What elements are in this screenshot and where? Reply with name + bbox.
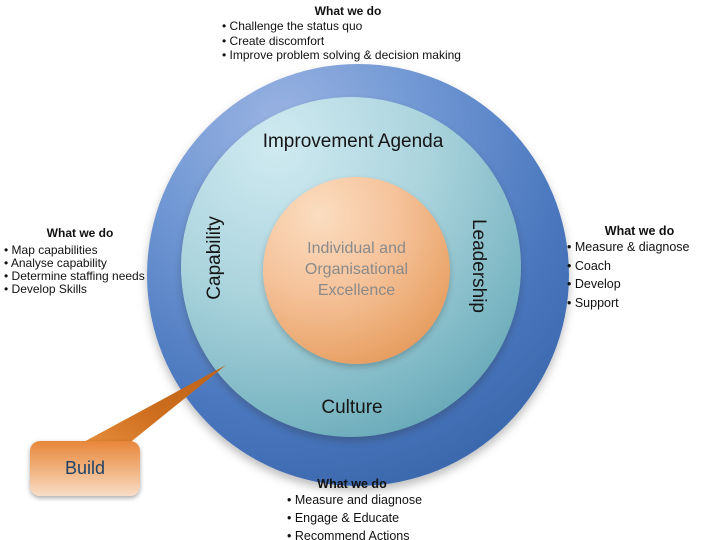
bullet-item: • Develop — [567, 277, 621, 291]
build-callout-pointer — [80, 365, 226, 449]
build-callout-label: Build — [64, 458, 106, 478]
bullet-item: • Develop Skills — [4, 282, 87, 296]
what-we-do-left: What we do • Map capabilities• Analyse c… — [4, 226, 156, 296]
culture-label: Culture — [321, 397, 383, 418]
bullet-item: • Recommend Actions — [287, 529, 410, 540]
bullet-item: • Map capabilities — [4, 243, 98, 257]
what-we-do-top: What we do • Challenge the status quo• C… — [222, 4, 474, 63]
what-we-do-left-list: • Map capabilities• Analyse capability• … — [4, 244, 156, 296]
bullet-item: • Create discomfort — [222, 33, 325, 48]
what-we-do-right-heading: What we do — [604, 224, 675, 238]
bullet-item: • Support — [567, 295, 619, 310]
what-we-do-bottom-list: • Measure and diagnose • Engage & Educate… — [287, 491, 423, 540]
what-we-do-right: What we do • Measure & diagnose• Coach• … — [567, 224, 712, 312]
bullet-item: • Coach — [567, 258, 611, 273]
what-we-do-bottom-heading: What we do — [317, 477, 387, 491]
what-we-do-right-list: • Measure & diagnose • Coach • Develop • Su… — [567, 238, 712, 312]
center-circle-label: Individual and Organisational Excellence — [304, 240, 409, 299]
what-we-do-left-heading: What we do — [46, 226, 114, 240]
what-we-do-bottom: What we do • Measure and diagnose • Engag… — [287, 477, 423, 540]
what-we-do-top-list: • Challenge the status quo• Create disco… — [222, 19, 474, 63]
capability-label: Capability — [204, 216, 225, 300]
bullet-item: • Analyse capability — [4, 256, 107, 270]
what-we-do-top-heading: What we do — [314, 4, 382, 18]
bullet-item: • Determine staffing needs — [4, 269, 145, 283]
bullet-item: • Challenge the status quo — [222, 19, 363, 33]
bullet-item: • Measure and diagnose — [287, 493, 423, 507]
inner-circle — [263, 177, 450, 364]
improvement-agenda-label: Improvement Agenda — [262, 131, 444, 152]
build-callout: Build — [30, 441, 140, 496]
bullet-item: • Engage & Educate — [287, 511, 400, 525]
leadership-label: Leadership — [468, 218, 489, 314]
bullet-item: • Measure & diagnose — [567, 240, 690, 254]
bullet-item: • Improve problem solving & decision mak… — [222, 48, 461, 62]
